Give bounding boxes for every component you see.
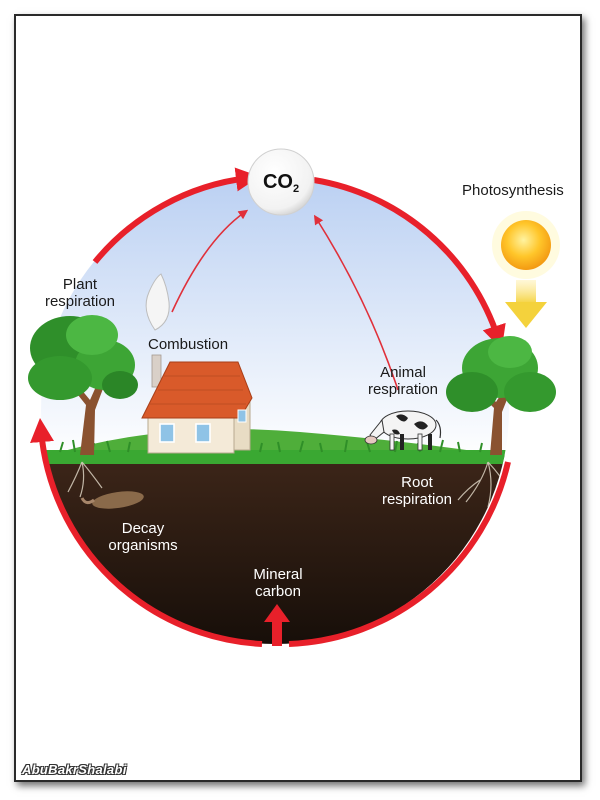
animal-respiration-line-1: Animal — [380, 364, 426, 381]
roots-right — [457, 461, 509, 508]
plant-respiration-line-2: respiration — [44, 293, 116, 310]
co2-main-text: CO — [262, 171, 293, 193]
cow-icon — [364, 410, 442, 451]
mineral-carbon-arrow — [264, 604, 290, 646]
mineral-carbon-line-2: carbon — [255, 583, 301, 600]
tree-icon — [446, 336, 556, 455]
co2-subscript: 2 — [292, 183, 300, 195]
smoke-icon — [145, 273, 170, 331]
root-respiration-line-2: respiration — [381, 491, 453, 508]
grass-strip — [41, 450, 509, 464]
decay-organism-icon — [80, 491, 144, 509]
animal-respiration-arrow — [313, 214, 399, 391]
decay-organisms-label: Decay organisms — [98, 520, 188, 554]
mineral-carbon-label: Mineral carbon — [236, 566, 320, 600]
combustion-arrow — [171, 209, 249, 313]
plant-respiration-line-1: Plant — [62, 276, 98, 293]
photosynthesis-label: Photosynthesis — [462, 182, 564, 199]
sun-icon — [492, 211, 560, 279]
decay-organisms-line-1: Decay — [121, 520, 165, 537]
co2-bubble-icon — [247, 148, 315, 216]
watermark: AbuBakrShalabi — [22, 762, 127, 777]
roots-left — [67, 461, 103, 498]
root-respiration-label: Root respiration — [372, 474, 462, 508]
animal-respiration-label: Animal respiration — [358, 364, 448, 398]
plant-respiration-label: Plant respiration — [36, 276, 124, 310]
co2-label: CO2 — [250, 162, 312, 202]
sunlight-arrow — [505, 280, 547, 328]
tree-icon — [28, 315, 138, 455]
mineral-carbon-line-1: Mineral — [253, 566, 303, 583]
house-icon — [141, 354, 253, 454]
decay-organisms-line-2: organisms — [108, 537, 178, 554]
animal-respiration-line-2: respiration — [367, 381, 439, 398]
cycle-arrows — [30, 167, 511, 647]
root-respiration-line-1: Root — [401, 474, 433, 491]
combustion-label: Combustion — [148, 336, 229, 353]
